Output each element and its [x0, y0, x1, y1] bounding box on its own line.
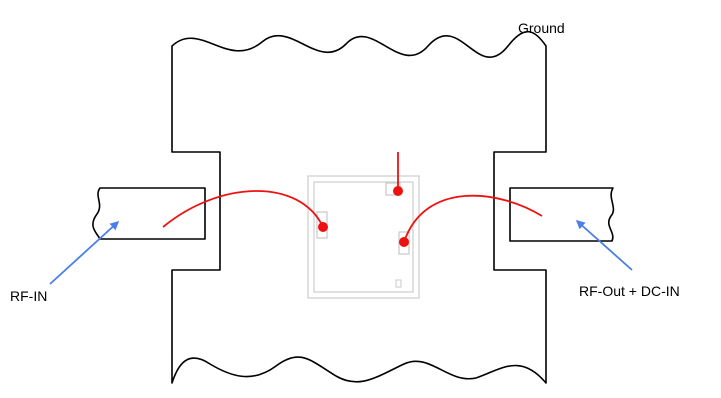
ground-plane-outline: [171, 30, 547, 384]
chip-outer-outline: [307, 175, 420, 299]
rf-in-arrow: [49, 220, 120, 285]
bond-wire-rf-out: [403, 194, 543, 243]
bond-dot-right: [399, 237, 409, 247]
bond-dot-top: [393, 186, 403, 196]
rf-out-dc-in-label: RF-Out + DC-IN: [579, 283, 680, 299]
rf-in-connector: [92, 187, 206, 240]
rf-out-connector: [509, 187, 615, 242]
rf-out-arrow: [575, 220, 633, 271]
bond-dot-left: [318, 222, 328, 232]
chip-inner-outline: [313, 181, 414, 293]
chip-pad-right: [398, 231, 410, 255]
ground-label: Ground: [518, 20, 565, 36]
bond-wire-rf-in: [162, 190, 324, 228]
chip-pad-small: [395, 279, 402, 288]
rf-in-label: RF-IN: [10, 288, 47, 304]
chip-package: [307, 175, 420, 299]
